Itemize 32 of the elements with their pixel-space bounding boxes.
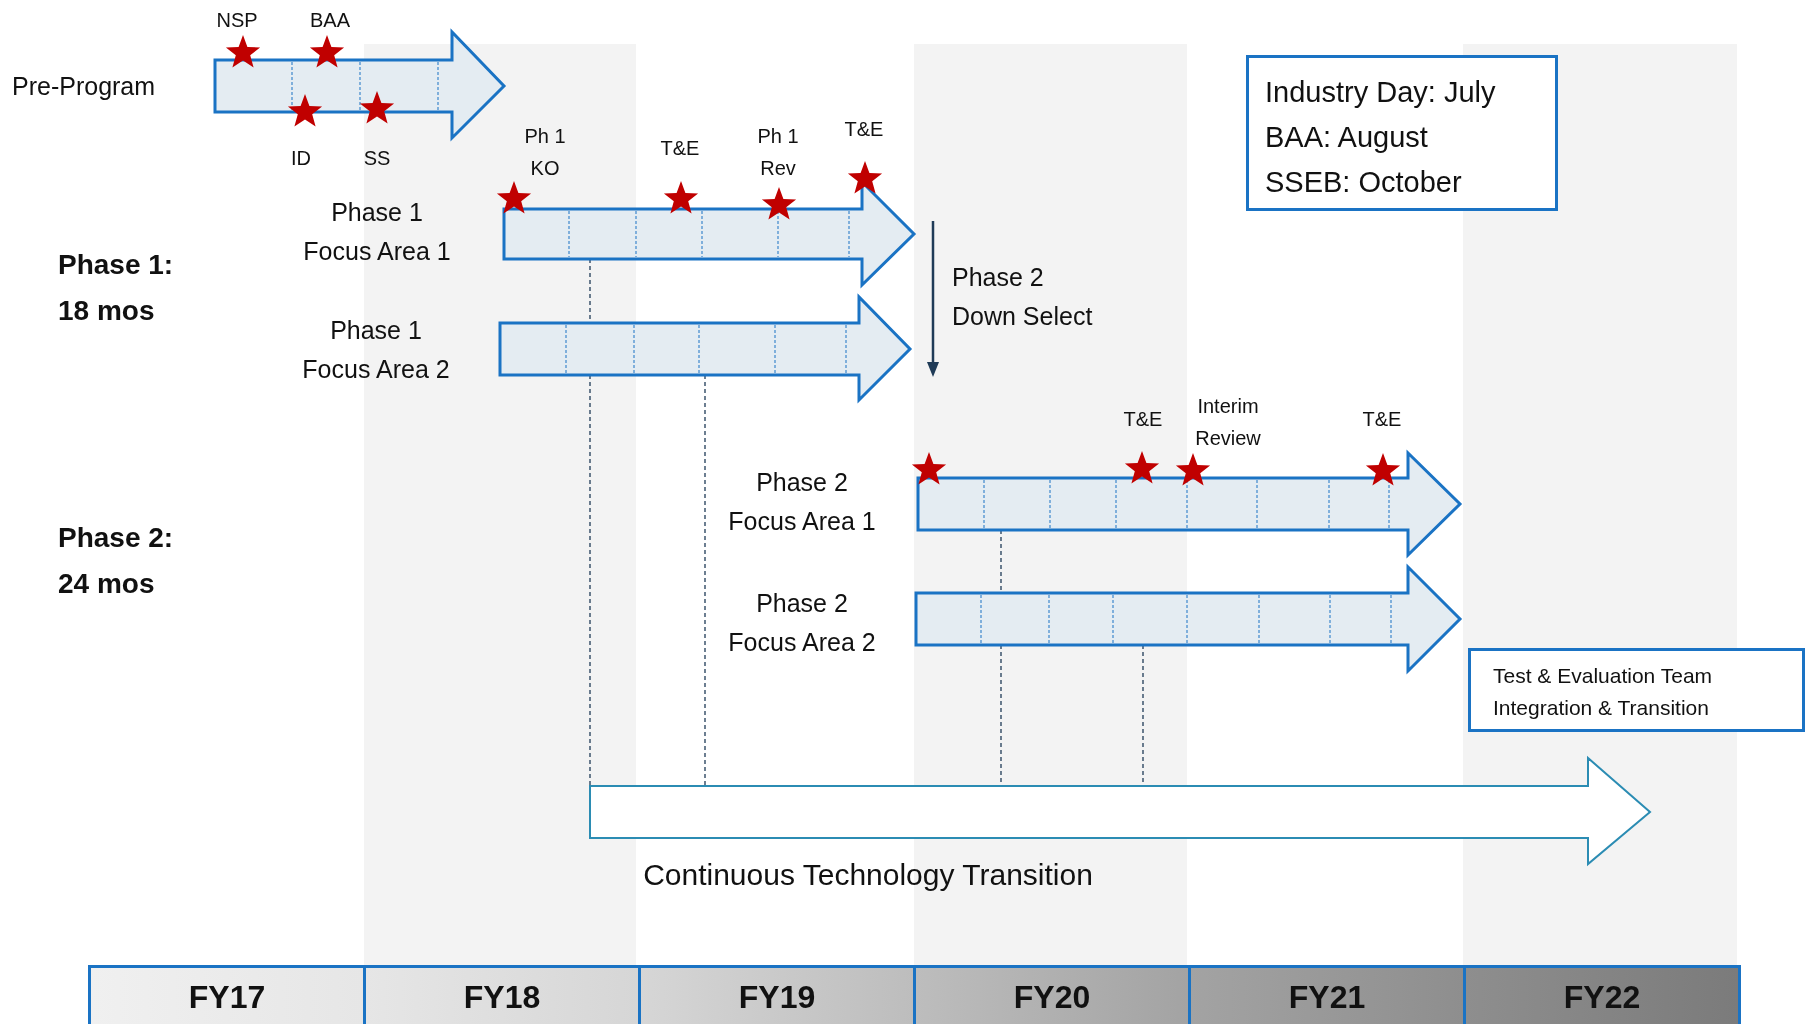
fiscal-year-cell: FY17 [88, 965, 366, 1024]
milestone-label: T&E [659, 136, 701, 161]
milestone-label: Ph 1 KO [523, 124, 567, 181]
fiscal-year-cell: FY18 [363, 965, 641, 1024]
milestone-label: ID [290, 146, 312, 171]
milestone-label: BAA [309, 8, 351, 33]
fiscal-year-cell: FY19 [638, 965, 916, 1024]
arrow-label: Phase 2 Focus Area 2 [727, 588, 877, 658]
fiscal-year-cell: FY21 [1188, 965, 1466, 1024]
milestone-label: SS [362, 146, 392, 171]
milestone-label: Ph 1 Rev [756, 124, 800, 181]
note-box [1468, 648, 1805, 732]
fiscal-year-cell: FY22 [1463, 965, 1741, 1024]
phase-duration-label: Phase 2: 24 mos [58, 521, 175, 601]
note-text: Industry Day: July [1265, 75, 1497, 110]
arrow-label: Phase 1 Focus Area 2 [301, 315, 451, 385]
annotation-label: Phase 2 Down Select [952, 262, 1094, 332]
note-text: BAA: August [1265, 120, 1429, 155]
note-text: Test & Evaluation Team Integration & Transition [1493, 663, 1714, 721]
note-text: SSEB: October [1265, 165, 1463, 200]
arrow-label: Phase 1 Focus Area 1 [302, 197, 452, 267]
milestone-label: NSP [215, 8, 259, 33]
fiscal-year-cell: FY20 [913, 965, 1191, 1024]
note-box [1246, 55, 1558, 211]
milestone-label: Interim Review [1194, 394, 1262, 451]
milestone-label: T&E [1122, 407, 1164, 432]
arrow-label: Pre-Program [12, 71, 157, 102]
phase-duration-label: Phase 1: 18 mos [58, 248, 175, 328]
milestone-label: T&E [1361, 407, 1403, 432]
arrow-label: Continuous Technology Transition [642, 857, 1094, 893]
arrow-label: Phase 2 Focus Area 1 [727, 467, 877, 537]
milestone-label: T&E [843, 117, 885, 142]
